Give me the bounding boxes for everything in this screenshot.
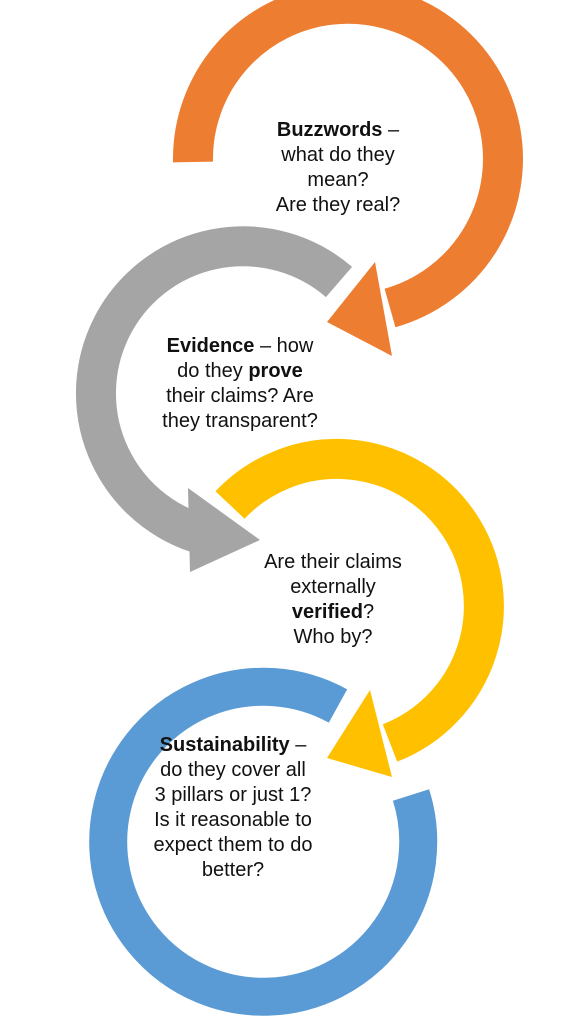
step-3-question-mark: ?	[363, 601, 375, 623]
step-2-prove-keyword: prove	[248, 360, 303, 382]
step-2-line-3: their claims? Are	[115, 384, 365, 409]
step-3-line-3: verified?	[218, 600, 448, 625]
step-4-text: Sustainability – do they cover all 3 pil…	[108, 733, 358, 883]
arrow-step-2-arc	[75, 226, 353, 557]
step-2-line-4: they transparent?	[162, 410, 318, 432]
step-1-text: Buzzwords – what do they mean? Are they …	[233, 118, 443, 218]
arrow-step-2	[75, 226, 353, 572]
step-1-line-1: Buzzwords –	[233, 118, 443, 143]
ring-step-4	[89, 667, 438, 1016]
arrow-step-1-arc	[172, 0, 523, 328]
arrow-step-3-arc	[215, 438, 504, 762]
arrow-step-3	[215, 438, 504, 777]
step-1-dash: –	[382, 119, 400, 141]
step-3-text: Are their claims externally verified? Wh…	[218, 550, 448, 650]
step-4-line-2: do they cover all	[160, 759, 306, 781]
step-2-line-1: Evidence – how	[115, 334, 365, 359]
step-3-line-1: Are their claims	[264, 551, 402, 573]
step-4-keyword: Sustainability	[159, 734, 290, 756]
step-2-line-3-pre: their claims	[166, 385, 268, 407]
arrow-step-3-head	[327, 690, 392, 777]
arrow-step-2-head	[188, 488, 260, 572]
step-4-line-6: better?	[201, 859, 265, 881]
arrow-step-1	[172, 0, 523, 356]
ring-step-4-arc	[89, 667, 438, 1016]
step-4-line-5: expect them to do	[153, 834, 313, 856]
step-4-line-1: Sustainability –	[108, 733, 358, 758]
arrow-step-1-head	[327, 262, 392, 356]
step-2-text: Evidence – how do they prove their claim…	[115, 334, 365, 434]
step-2-line-3-post: ? Are	[267, 385, 314, 407]
step-1-line-2: what do they	[281, 144, 395, 166]
step-4-line-4: Is it reasonable to	[154, 809, 312, 831]
step-2-line-2-pre: do they	[177, 360, 249, 382]
step-1-keyword: Buzzwords	[276, 119, 383, 141]
step-3-line-4: Who by?	[293, 626, 373, 648]
step-4-dash: –	[289, 734, 307, 756]
step-3-line-2: externally	[290, 576, 376, 598]
step-1-line-3: mean?	[307, 169, 369, 191]
step-2-line-2: do they prove	[115, 359, 365, 384]
step-2-line-1-rest: – how	[254, 335, 314, 357]
step-3-keyword: verified	[291, 601, 364, 623]
step-2-keyword: Evidence	[166, 335, 255, 357]
step-4-line-3: 3 pillars or just 1?	[154, 784, 312, 806]
step-1-line-4: Are they real?	[275, 194, 401, 216]
